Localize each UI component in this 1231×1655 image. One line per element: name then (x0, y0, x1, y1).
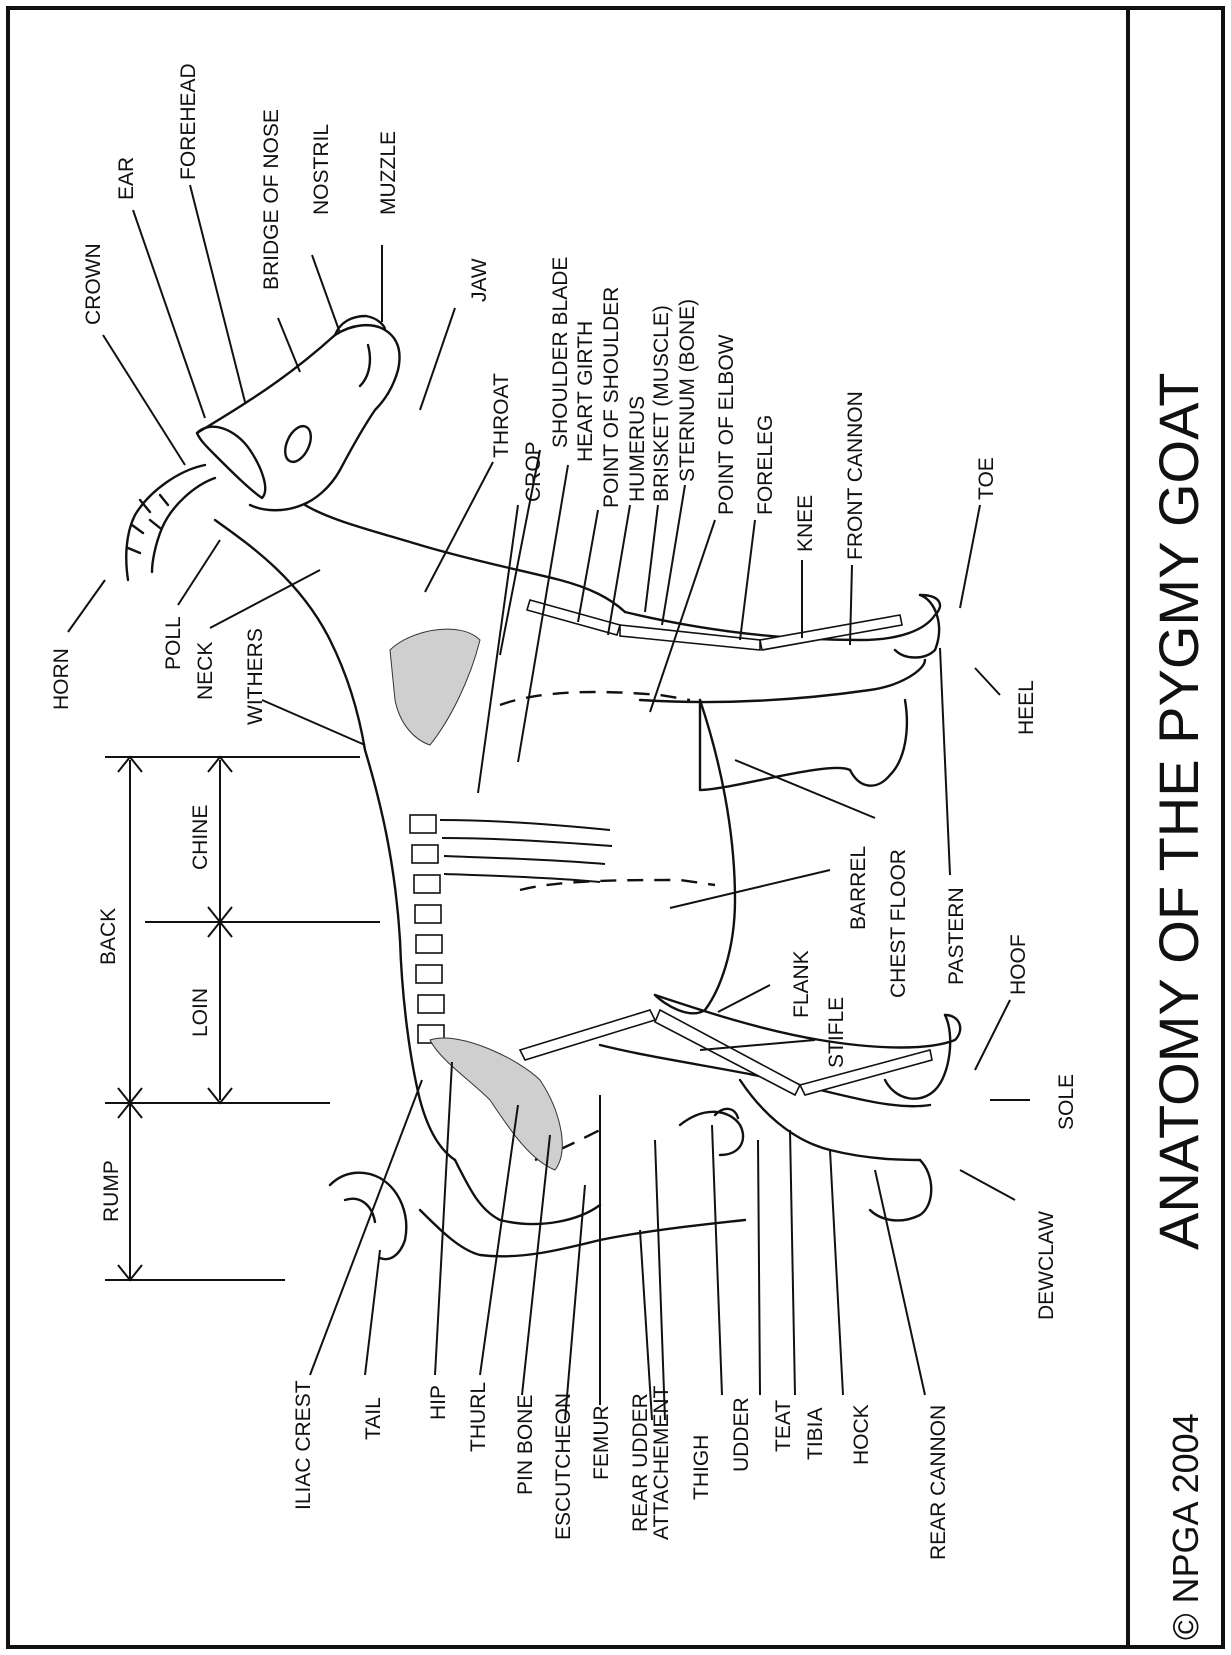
label-flank: FLANK (790, 950, 813, 1018)
label-tail: TAIL (362, 1397, 385, 1440)
label-pin-bone: PIN BONE (514, 1395, 537, 1495)
label-jaw: JAW (468, 258, 491, 302)
label-teat: TEAT (772, 1400, 795, 1452)
label-point-of-elbow: POINT OF ELBOW (715, 334, 738, 515)
label-neck: NECK (194, 642, 217, 700)
label-throat: THROAT (490, 373, 513, 458)
label-muzzle: MUZZLE (377, 131, 400, 215)
label-barrel: BARREL (847, 846, 870, 930)
label-ear: EAR (115, 157, 138, 200)
label-femur: FEMUR (590, 1405, 613, 1480)
label-escutcheon: ESCUTCHEON (552, 1393, 575, 1540)
diagram-title: ANATOMY OF THE PYGMY GOAT (1147, 373, 1210, 1251)
label-thigh: THIGH (690, 1435, 713, 1500)
label-humerus: HUMERUS (626, 396, 649, 502)
label-hoof: HOOF (1007, 934, 1030, 995)
label-horn: HORN (50, 648, 73, 710)
label-bridge-of-nose: BRIDGE OF NOSE (260, 109, 283, 290)
label-rump: RUMP (100, 1160, 123, 1222)
label-hip: HIP (427, 1385, 450, 1420)
label-stifle: STIFLE (825, 997, 848, 1068)
label-brisket: BRISKET (MUSCLE) (650, 305, 673, 502)
label-rear-udder-attachment-line1: REAR UDDER (629, 1393, 652, 1532)
label-udder: UDDER (730, 1397, 753, 1472)
label-chine: CHINE (189, 805, 212, 870)
label-rear-udder-attachment-line2: ATTACHEMENT (650, 1385, 673, 1540)
label-sternum: STERNUM (BONE) (676, 299, 699, 482)
spine-bones (410, 815, 444, 1043)
label-tibia: TIBIA (804, 1407, 827, 1460)
label-front-cannon: FRONT CANNON (844, 391, 867, 560)
label-heart-girth: HEART GIRTH (574, 321, 597, 462)
label-point-of-shoulder: POINT OF SHOULDER (600, 287, 623, 508)
label-crop: CROP (522, 441, 545, 502)
copyright-notice: © NPGA 2004 (1165, 1413, 1206, 1640)
label-loin: LOIN (189, 988, 212, 1037)
label-poll: POLL (162, 616, 185, 670)
label-dewclaw: DEWCLAW (1035, 1211, 1058, 1320)
label-crown: CROWN (82, 243, 105, 325)
label-foreleg: FORELEG (754, 415, 777, 515)
label-chest-floor: CHEST FLOOR (887, 849, 910, 998)
label-nostril: NOSTRIL (310, 124, 333, 215)
label-shoulder-blade: SHOULDER BLADE (549, 257, 572, 448)
label-forehead: FOREHEAD (177, 63, 200, 180)
label-hock: HOCK (850, 1404, 873, 1465)
label-withers: WITHERS (244, 628, 267, 725)
label-pastern: PASTERN (945, 887, 968, 985)
label-thurl: THURL (467, 1382, 490, 1452)
label-back: BACK (97, 908, 120, 965)
label-toe: TOE (975, 457, 998, 500)
label-knee: KNEE (794, 495, 817, 552)
label-iliac-crest: ILIAC CREST (292, 1380, 315, 1510)
label-rear-cannon: REAR CANNON (927, 1405, 950, 1560)
part-labels: HORN CROWN EAR FOREHEAD BRIDGE OF NOSE N… (50, 63, 1078, 1560)
label-heel: HEEL (1015, 680, 1038, 735)
label-sole: SOLE (1055, 1074, 1078, 1130)
